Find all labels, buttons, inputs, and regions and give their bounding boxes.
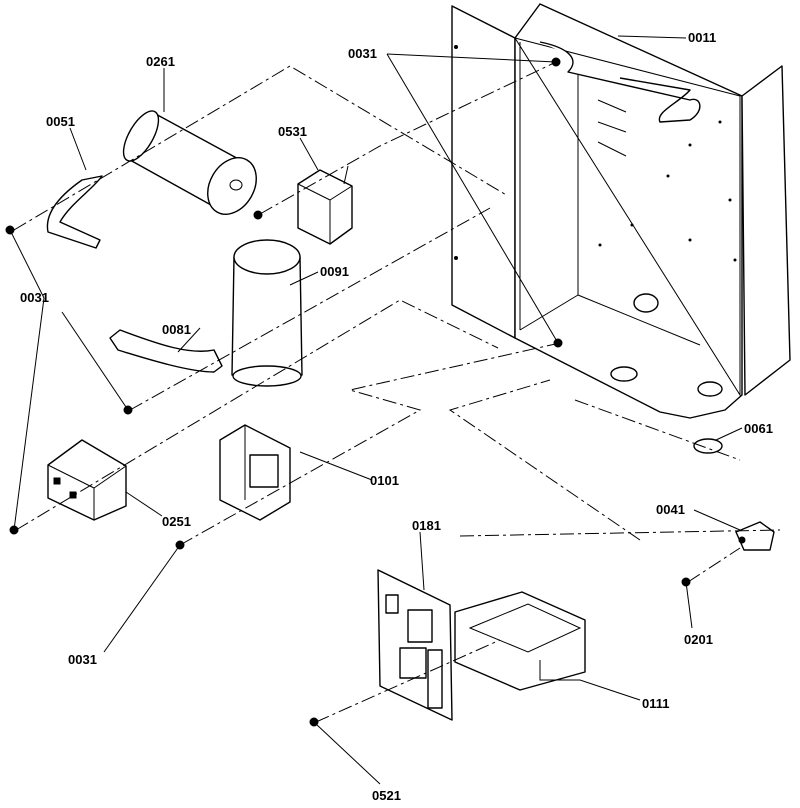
screw-icon xyxy=(253,210,263,220)
relay-0531 xyxy=(297,165,353,245)
enclosure-top-bracket xyxy=(539,41,701,123)
part-label-0201: 0201 xyxy=(684,632,713,647)
part-label-0261: 0261 xyxy=(146,54,175,69)
part-label-0521: 0521 xyxy=(372,788,401,803)
enclosure-body xyxy=(514,3,743,419)
part-label-0531: 0531 xyxy=(278,124,307,139)
part-label-0051: 0051 xyxy=(46,114,75,129)
part-label-0041: 0041 xyxy=(656,502,685,517)
capacitor-0091 xyxy=(231,239,303,387)
part-label-0081: 0081 xyxy=(162,322,191,337)
bracket-0051 xyxy=(46,175,103,249)
part-label-0181: 0181 xyxy=(412,518,441,533)
part-labels: 0011 0031 0261 0051 0531 0091 0031 0081 … xyxy=(20,30,773,803)
enclosure-front-edge xyxy=(513,37,741,397)
part-label-0251: 0251 xyxy=(162,514,191,529)
part-label-0111: 0111 xyxy=(642,696,670,711)
sensor-0041 xyxy=(735,521,775,551)
bracket-0081 xyxy=(109,329,223,373)
enclosure-knockout-hole xyxy=(633,293,659,313)
part-label-0031: 0031 xyxy=(348,46,377,61)
enclosure-knockout-hole xyxy=(697,381,723,397)
capacitor-0261 xyxy=(122,110,257,215)
part-label-0031: 0031 xyxy=(20,290,49,305)
part-label-0031: 0031 xyxy=(68,652,97,667)
screws xyxy=(5,210,691,727)
part-label-0101: 0101 xyxy=(370,473,399,488)
enclosure-left-wall xyxy=(451,5,516,339)
contactor-0101 xyxy=(219,424,291,521)
transformer-0251 xyxy=(47,439,127,521)
part-label-0091: 0091 xyxy=(320,264,349,279)
part-label-0011: 0011 xyxy=(688,30,716,45)
gasket-0061 xyxy=(693,438,723,454)
assembly-lines xyxy=(13,61,781,723)
enclosure-right-panel xyxy=(741,65,791,396)
bracket-0111 xyxy=(454,591,586,691)
part-label-0061: 0061 xyxy=(744,421,773,436)
control-board-0181 xyxy=(377,569,453,721)
enclosure-knockout-hole xyxy=(610,366,638,382)
leader-lines xyxy=(9,35,743,785)
